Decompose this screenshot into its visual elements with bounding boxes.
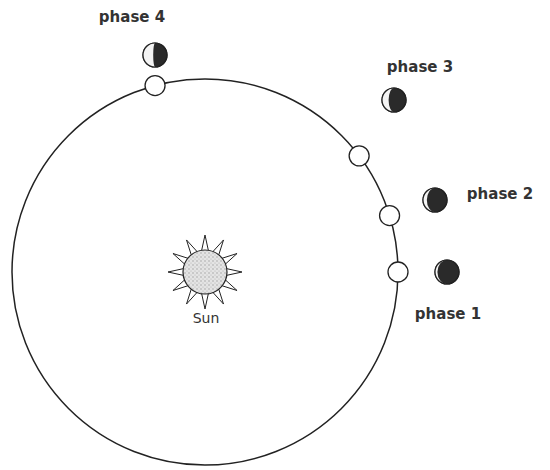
- sun-ray: [226, 268, 242, 275]
- planet-moon-group: [143, 43, 459, 284]
- moon-dark: [382, 88, 406, 112]
- moon-lit-crescent: [143, 43, 155, 67]
- moon-outline: [382, 88, 406, 112]
- moon-dark: [435, 260, 459, 284]
- planet-circle: [380, 206, 400, 226]
- moon-outline: [435, 260, 459, 284]
- moon-dark: [423, 188, 447, 212]
- sun-ray: [201, 235, 208, 251]
- moon-dark: [143, 43, 167, 67]
- moon-lit-crescent: [435, 260, 447, 284]
- planet-circle: [349, 146, 369, 166]
- moon-lit-crescent: [423, 188, 435, 212]
- sun-symbol: [168, 235, 242, 309]
- moon-outline: [143, 43, 167, 67]
- phase-label: phase 1: [415, 305, 481, 323]
- moon-outline: [423, 188, 447, 212]
- planet-circle: [145, 76, 165, 96]
- moon-lit-crescent: [382, 88, 394, 112]
- planet-circle: [388, 262, 408, 282]
- sun-ray: [168, 268, 184, 275]
- phase-label: phase 4: [99, 8, 165, 26]
- phase-label: phase 3: [387, 58, 453, 76]
- sun-label: Sun: [193, 310, 220, 327]
- sun-ray: [201, 293, 208, 309]
- sun-disk: [183, 250, 227, 294]
- orbit-circle: [12, 79, 398, 465]
- phase-label: phase 2: [467, 185, 533, 203]
